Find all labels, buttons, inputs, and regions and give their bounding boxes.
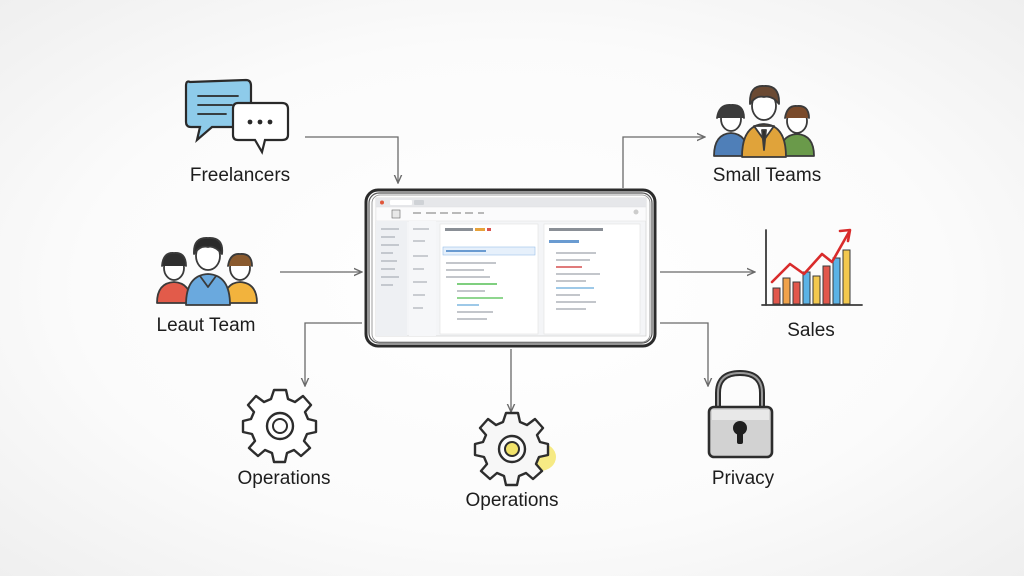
center-device: [364, 188, 657, 348]
small-teams-label: Small Teams: [712, 165, 822, 186]
team-people-icon: [156, 237, 258, 306]
gear-icon: [241, 388, 318, 464]
operations-center-label: Operations: [465, 490, 559, 511]
padlock-icon: [707, 369, 774, 459]
arrow-privacy: [660, 322, 708, 386]
bar-chart-trend-icon: [761, 228, 863, 306]
freelancers-label: Freelancers: [189, 165, 291, 186]
arrow-freelancers: [305, 136, 398, 183]
chat-bubbles-icon: [184, 78, 290, 155]
arrow-small-teams: [622, 137, 705, 188]
privacy-label: Privacy: [711, 468, 775, 489]
connectors: [280, 137, 755, 412]
team-people-icon: [713, 85, 815, 158]
gear-icon: [473, 411, 556, 487]
sales-label: Sales: [787, 320, 835, 341]
operations-left-label: Operations: [237, 468, 331, 489]
lead-team-label: Leaut Team: [156, 315, 256, 336]
arrow-operations-left: [305, 322, 362, 386]
